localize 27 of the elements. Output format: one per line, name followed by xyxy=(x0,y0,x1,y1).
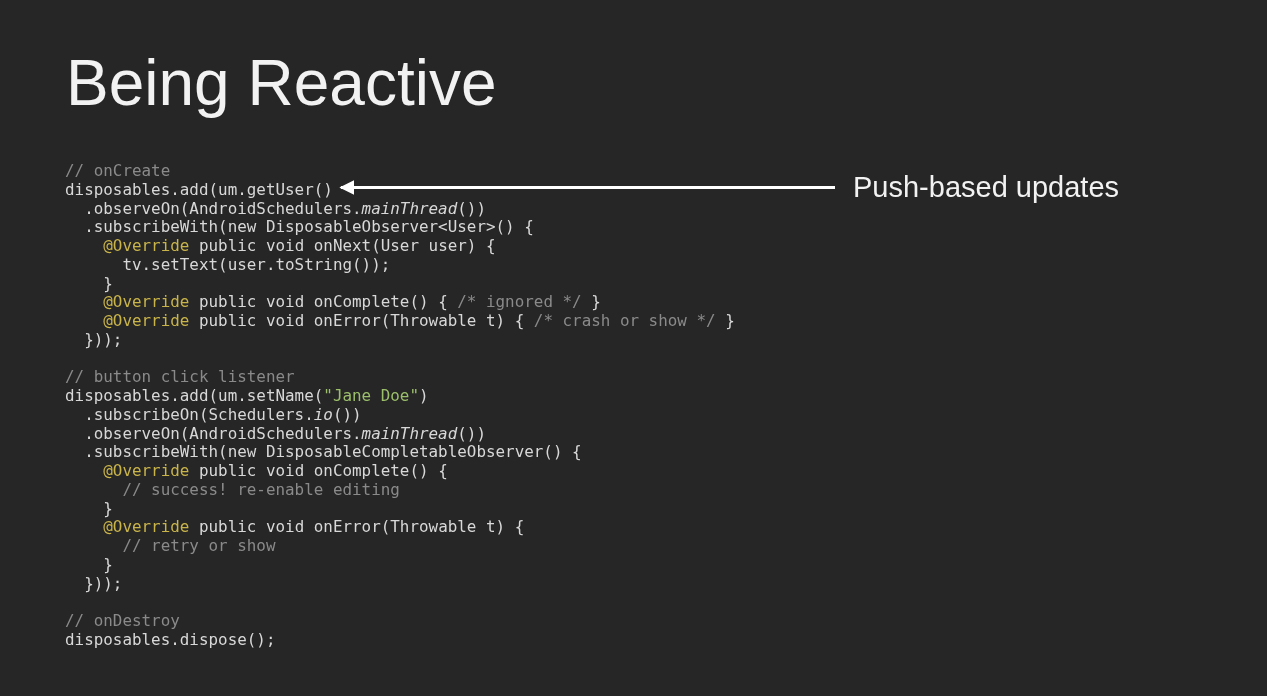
code-line: disposables.dispose(); xyxy=(65,630,276,649)
code-comment: // retry or show xyxy=(121,537,276,555)
code-line: .subscribeOn(Schedulers.io()) xyxy=(83,405,362,424)
code-line: })); xyxy=(83,574,123,593)
code-line: disposables.add(um.setName("Jane Doe") xyxy=(65,387,429,405)
code-comment: // onCreate xyxy=(65,162,171,180)
code-line: } xyxy=(102,274,113,293)
code-line: } xyxy=(102,555,113,574)
slide-title: Being Reactive xyxy=(66,46,497,120)
code-line: disposables.add(um.getUser() xyxy=(65,180,333,199)
code-line: @Override public void onError(Throwable t) { xyxy=(102,518,525,537)
code-line: tv.setText(user.toString()); xyxy=(121,255,391,274)
code-line: .subscribeWith(new DisposableObserver<User>() { xyxy=(83,218,534,237)
code-line: .observeOn(AndroidSchedulers.mainThread()) xyxy=(83,424,486,443)
code-line: } xyxy=(102,499,113,518)
code-line: @Override public void onError(Throwable t) { /* crash or show */ } xyxy=(102,312,735,330)
code-line: .observeOn(AndroidSchedulers.mainThread()) xyxy=(83,199,486,218)
code-line: @Override public void onNext(User user) { xyxy=(102,237,496,255)
code-line: @Override public void onComplete() { /* ignored */ } xyxy=(102,293,601,312)
code-line: })); xyxy=(83,330,123,349)
code-comment: // onDestroy xyxy=(65,612,180,630)
code-comment: // success! re-enable editing xyxy=(121,480,400,499)
code-line: .subscribeWith(new DisposableCompletableObserver() { xyxy=(83,443,582,462)
callout-text: Push-based updates xyxy=(853,171,1120,204)
arrow xyxy=(339,180,835,195)
code-line: @Override public void onComplete() { xyxy=(102,462,448,480)
code-comment: // button click listener xyxy=(65,368,295,387)
